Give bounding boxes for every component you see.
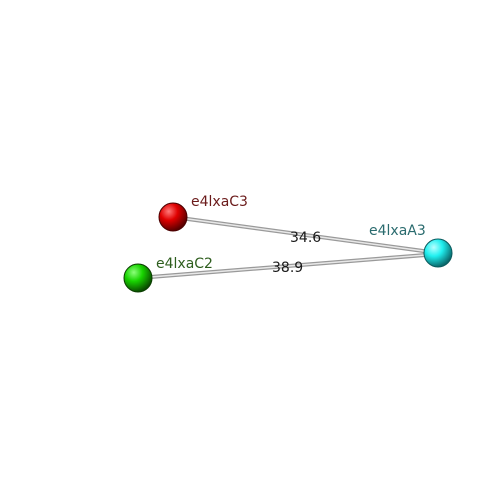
- node-label-a3: e4lxaA3: [369, 223, 426, 239]
- edge-c2-a3: 38.9: [136, 252, 440, 280]
- edge-c3-a3: 34.6: [171, 215, 440, 255]
- edge-label-c2-a3: 38.9: [272, 260, 303, 276]
- node-a3[interactable]: e4lxaA3: [369, 223, 453, 268]
- node-c3[interactable]: e4lxaC3: [158, 194, 248, 232]
- node-label-c3: e4lxaC3: [191, 194, 248, 210]
- edge-label-c3-a3: 34.6: [290, 230, 321, 246]
- node-c2[interactable]: e4lxaC2: [123, 256, 213, 293]
- node-label-c2: e4lxaC2: [156, 256, 213, 272]
